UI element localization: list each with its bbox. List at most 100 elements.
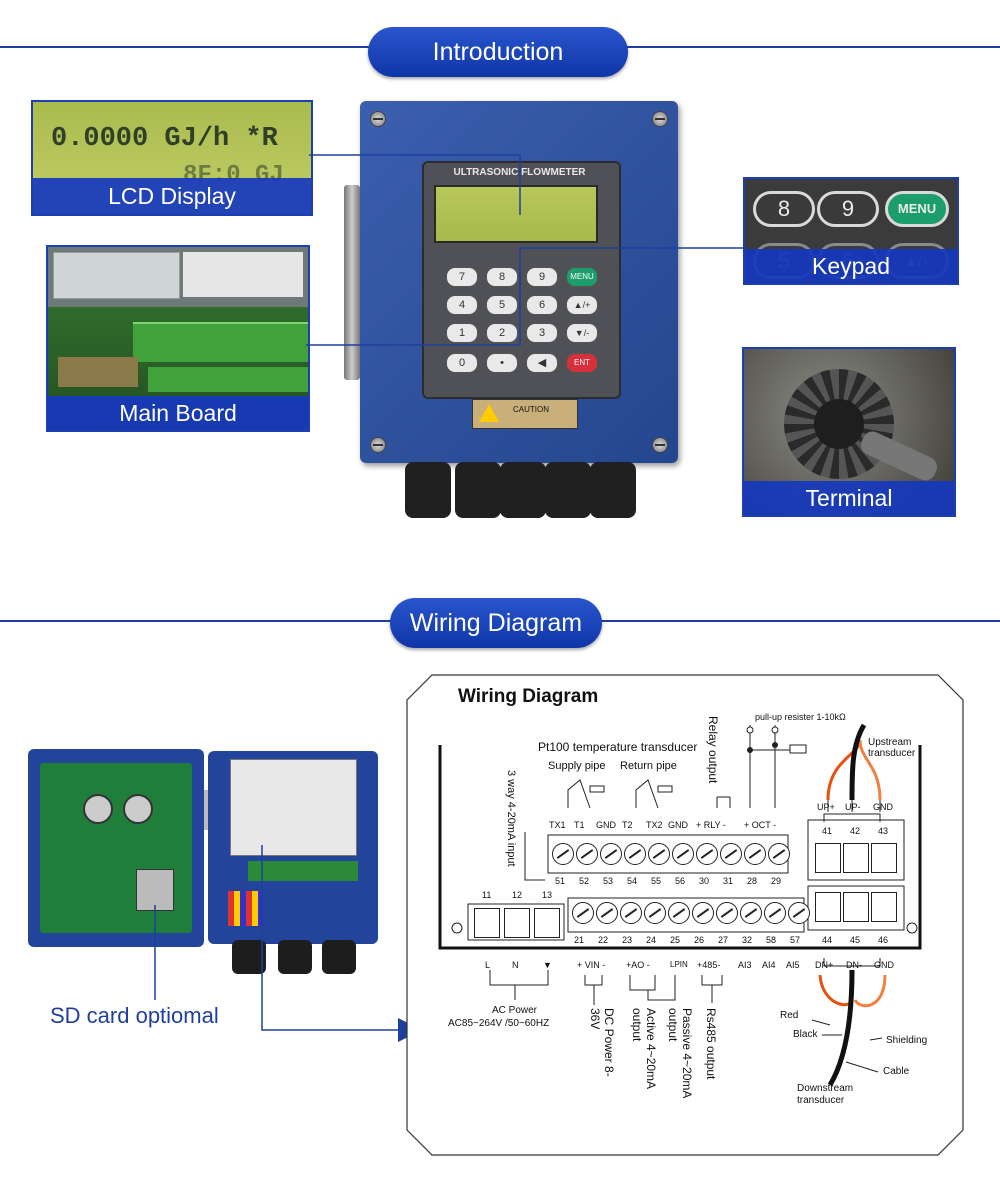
device-key: ◀ (526, 353, 558, 373)
ai-3way-label: 3 way 4-20mA input (505, 770, 517, 867)
lcd-display-caption: LCD Display (33, 178, 311, 214)
upstream-terminal-label: GND (873, 802, 893, 812)
sd-card-slot (136, 869, 174, 911)
bottom-terminal-number: 27 (718, 935, 729, 945)
terminal-box (504, 908, 530, 938)
top-terminal-label: T1 (574, 820, 585, 830)
screw-terminal (668, 902, 690, 924)
top-terminal-number: 53 (603, 876, 614, 886)
screw-terminal (764, 902, 786, 924)
power-terminal-number: 11 (482, 890, 492, 900)
screw-terminal (624, 843, 646, 865)
ai-terminal-label: AI3 (738, 960, 752, 970)
caution-label: CAUTION (472, 399, 578, 429)
bottom-terminal-number: 57 (790, 935, 801, 945)
power-terminal-number: 13 (542, 890, 553, 900)
terminal-caption: Terminal (744, 481, 954, 515)
downstream-terminal-number: 45 (850, 935, 861, 945)
top-terminal-label: + RLY - (696, 820, 726, 830)
caution-text: CAUTION (513, 405, 549, 414)
rs485-terminal-label: +485- (697, 960, 721, 970)
downstream-terminal-label: DN+ (815, 960, 834, 970)
terminal-box (534, 908, 560, 938)
main-board-photo: Main Board (46, 245, 310, 432)
device-key: 0 (446, 353, 478, 373)
upstream-terminal-label: UP+ (817, 802, 835, 812)
terminal-box (815, 843, 841, 873)
bottom-terminal-number: 32 (742, 935, 753, 945)
power-terminal-label: ▼ (543, 960, 552, 970)
downstream-terminal-number: 46 (878, 935, 889, 945)
device-key: • (486, 353, 518, 373)
device-key: 1 (446, 323, 478, 343)
lcd-display-photo: 0.0000 GJ/h *R 8F:0 GJ LCD Display (31, 100, 313, 216)
screw-terminal (644, 902, 666, 924)
device-key: 8 (486, 267, 518, 287)
bottom-terminal-number: 58 (766, 935, 777, 945)
power-terminal-label: N (512, 960, 519, 970)
open-device-photo (28, 749, 204, 947)
top-terminal-label: TX2 (646, 820, 663, 830)
top-terminal-label: + OCT - (744, 820, 777, 830)
power-terminal-number: 12 (512, 890, 523, 900)
supply-pipe-label: Supply pipe (548, 760, 606, 772)
device-key: 6 (526, 295, 558, 315)
top-terminal-number: 31 (723, 876, 734, 886)
power-terminal-label: L (485, 960, 491, 970)
red-label: Red (780, 1010, 799, 1021)
screw-terminal (692, 902, 714, 924)
screw-terminal (552, 843, 574, 865)
ai-terminal-label: AI4 (762, 960, 776, 970)
keypad-caption: Keypad (745, 249, 957, 283)
upstream-terminal-number: 43 (878, 826, 889, 836)
upstream-terminal-number: 41 (822, 826, 833, 836)
upstream-terminal-label: UP- (845, 802, 861, 812)
top-terminal-number: 28 (747, 876, 758, 886)
terminal-box (815, 892, 841, 922)
pullup-label: pull-up resister 1-10kΩ (755, 712, 846, 722)
screw-terminal (716, 902, 738, 924)
top-terminal-number: 56 (675, 876, 686, 886)
pt100-label: Pt100 temperature transducer (538, 740, 698, 754)
relay-output-label: Relay output (706, 716, 720, 784)
bottom-terminal-number: 23 (622, 935, 633, 945)
lpin-label: LPIN (670, 960, 688, 969)
device-key: 4 (446, 295, 478, 315)
wiring-diagram-title: Wiring Diagram (390, 598, 602, 648)
top-terminal-label: T2 (622, 820, 633, 830)
top-terminal-number: 29 (771, 876, 782, 886)
screw-terminal (596, 902, 618, 924)
screw-terminal (788, 902, 810, 924)
downstream-terminal-label: DN- (846, 960, 862, 970)
black-label: Black (793, 1029, 818, 1040)
device-key: 5 (486, 295, 518, 315)
downstream-label: Downstream transducer (797, 1083, 854, 1106)
bottom-terminal-number: 24 (646, 935, 657, 945)
intro-header-line-left (0, 46, 380, 48)
terminal-box (843, 843, 869, 873)
key-menu: MENU (885, 191, 949, 227)
shielding-label: Shielding (886, 1035, 928, 1046)
device-key: ▲/+ (566, 295, 598, 315)
passive-output-label: Passive 4~20mA output (666, 1008, 694, 1098)
dc-power-label: DC Power 8-36V (588, 1008, 616, 1077)
intro-header-line-right (620, 46, 1000, 48)
downstream-terminal-number: 44 (822, 935, 833, 945)
screw-terminal (696, 843, 718, 865)
upstream-label: Upstream transducer (868, 737, 916, 759)
screw-terminal (576, 843, 598, 865)
ac-range-label: AC85~264V /50~60HZ (448, 1018, 550, 1029)
top-terminal-number: 54 (627, 876, 638, 886)
device-key: ENT (566, 353, 598, 373)
screw-terminal (744, 843, 766, 865)
top-terminal-number: 30 (699, 876, 710, 886)
top-terminal-number: 55 (651, 876, 662, 886)
ai-terminal-label: AI5 (786, 960, 800, 970)
screw-terminal (572, 902, 594, 924)
screw-terminal (648, 843, 670, 865)
device-key: 3 (526, 323, 558, 343)
introduction-title: Introduction (368, 27, 628, 77)
lcd-line-1: 0.0000 GJ/h *R (51, 124, 278, 154)
screw-terminal (768, 843, 790, 865)
